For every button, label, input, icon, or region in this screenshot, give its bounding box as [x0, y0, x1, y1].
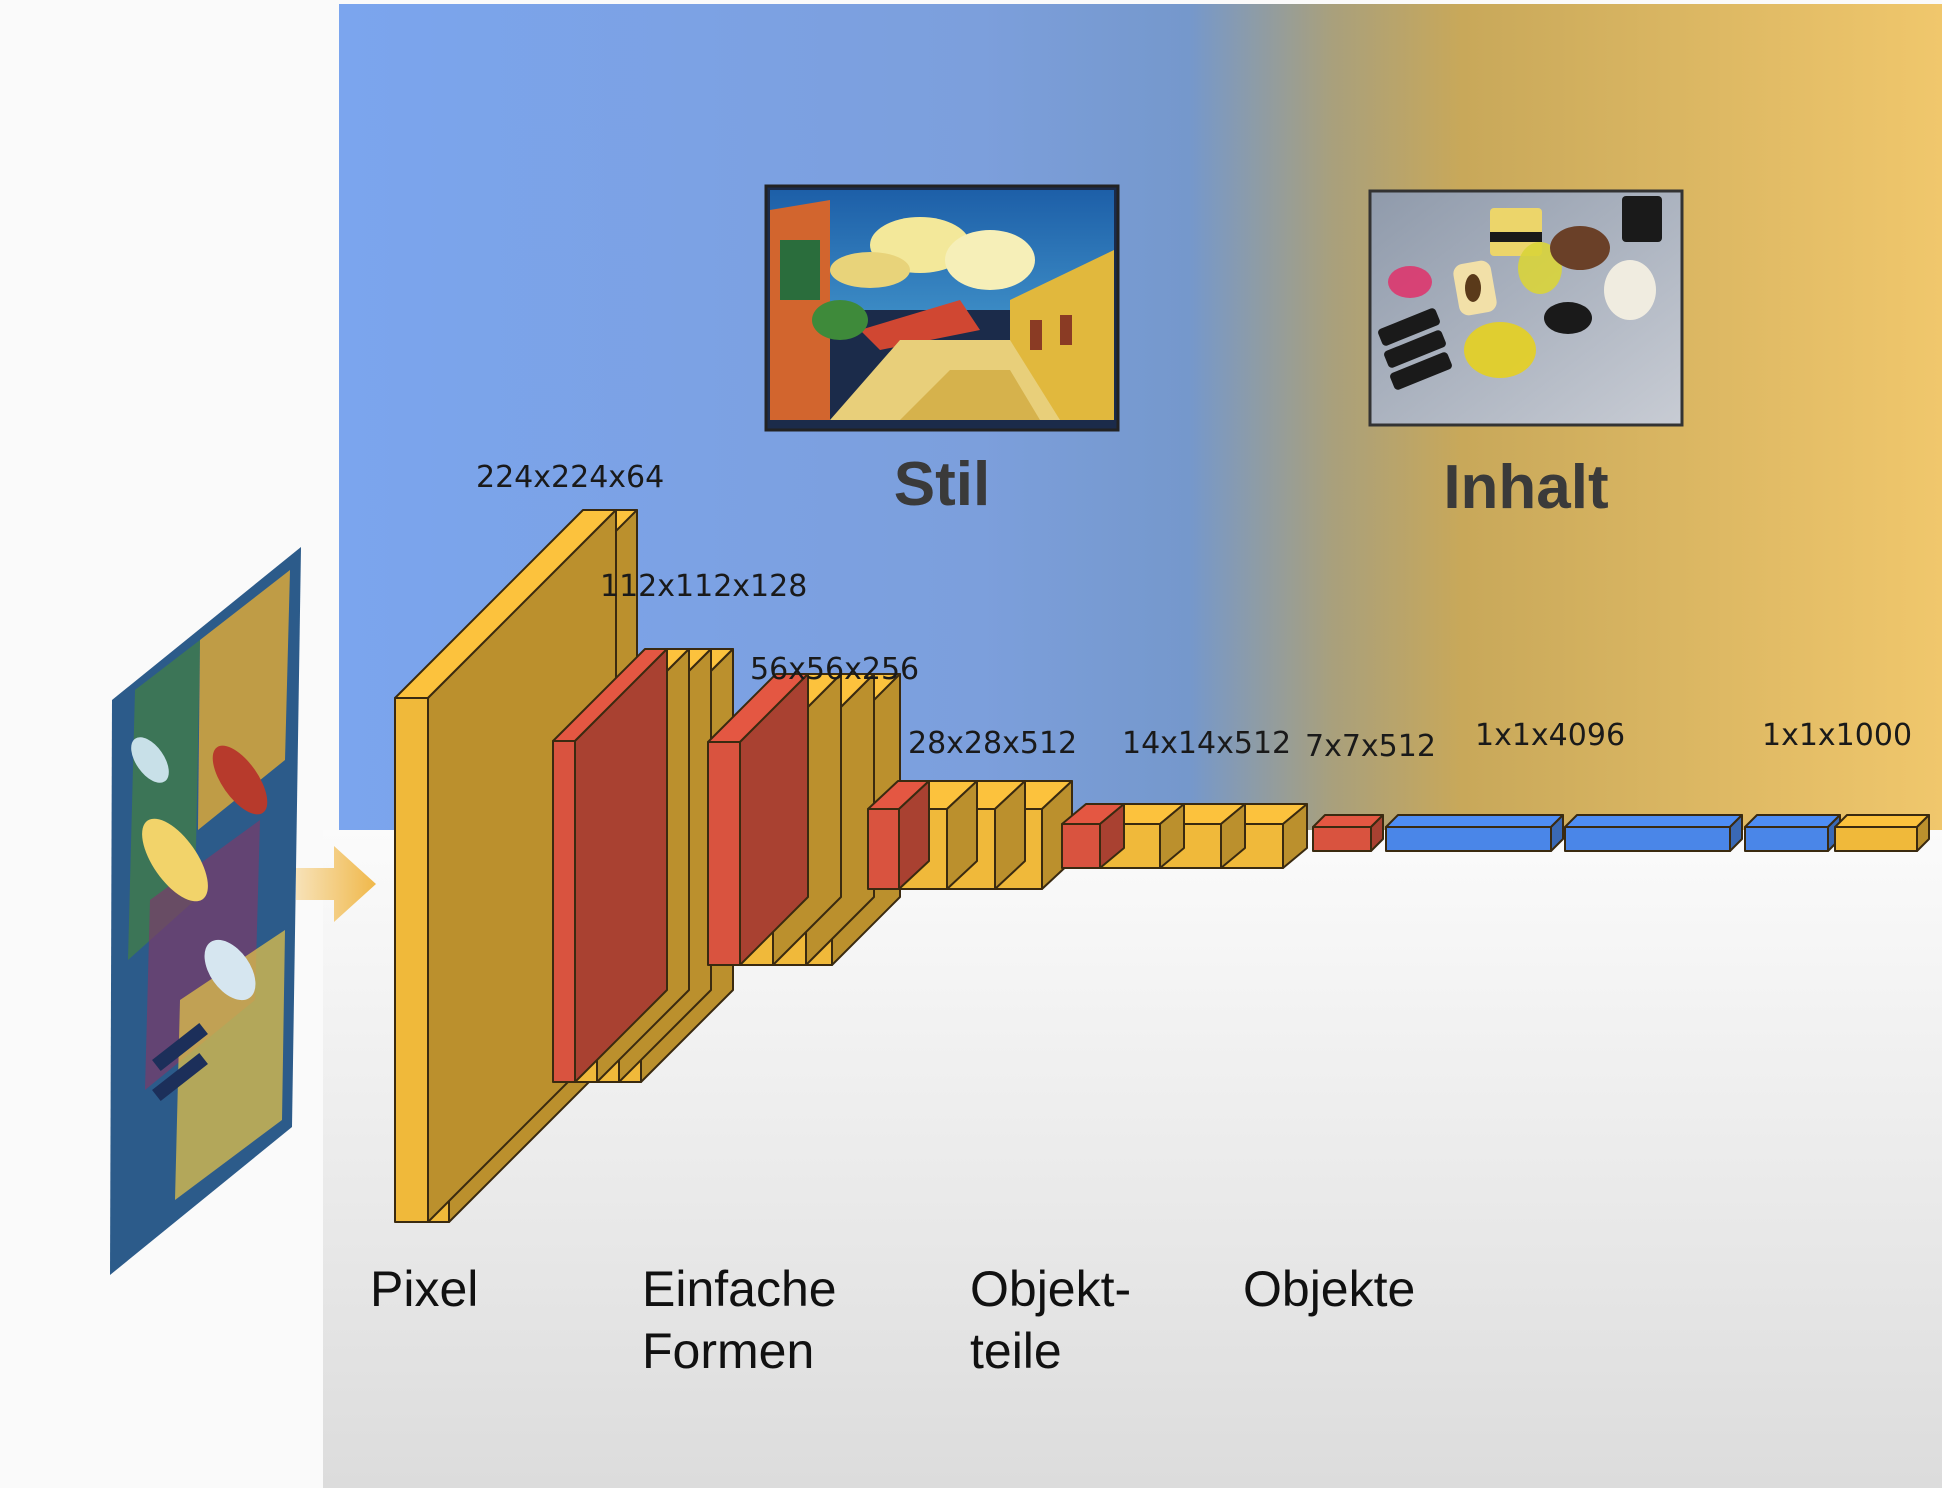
stage-label-object-parts: teile: [970, 1323, 1062, 1379]
pool-layer: [1312, 826, 1372, 852]
pool-layer: [867, 808, 900, 890]
stage-label-object-parts: Objekt-: [970, 1261, 1131, 1317]
dense-layer: [1385, 826, 1552, 852]
input-arrow: [296, 846, 376, 922]
input-image: [110, 547, 301, 1275]
pool-layer: [707, 741, 741, 966]
layer-shape-label: 1x1x1000: [1762, 718, 1912, 753]
dense-layer: [1564, 826, 1731, 852]
content-image: [1368, 189, 1684, 427]
layer-shape-label: 56x56x256: [750, 652, 919, 687]
layer-shape-label: 224x224x64: [476, 460, 664, 495]
dense-layer-top: [1744, 814, 1841, 828]
layer-shape-label: 1x1x4096: [1475, 718, 1625, 753]
layer-shape-label: 28x28x512: [908, 726, 1077, 761]
conv-layer-top: [1834, 814, 1930, 828]
layer-shape-label: 14x14x512: [1122, 726, 1291, 761]
stage-label-objects: Objekte: [1243, 1261, 1415, 1317]
style-image: [764, 184, 1120, 432]
dense-layer-top: [1385, 814, 1564, 828]
pool-layer: [552, 740, 576, 1083]
pool-layer: [1061, 823, 1101, 869]
conv-layer: [394, 697, 429, 1223]
style-title: Stil: [894, 450, 990, 519]
layer-shape-label: 112x112x128: [600, 569, 807, 604]
content-title: Inhalt: [1443, 453, 1608, 522]
conv-layer: [1834, 826, 1918, 852]
dense-layer: [1744, 826, 1829, 852]
dense-layer-top: [1564, 814, 1743, 828]
layer-shape-label: 7x7x512: [1305, 729, 1436, 764]
stage-label-simple-shapes: Formen: [642, 1323, 814, 1379]
stage-label-simple-shapes: Einfache: [642, 1261, 837, 1317]
network-layers: [394, 509, 1930, 1223]
stage-label-pixel: Pixel: [370, 1261, 478, 1317]
